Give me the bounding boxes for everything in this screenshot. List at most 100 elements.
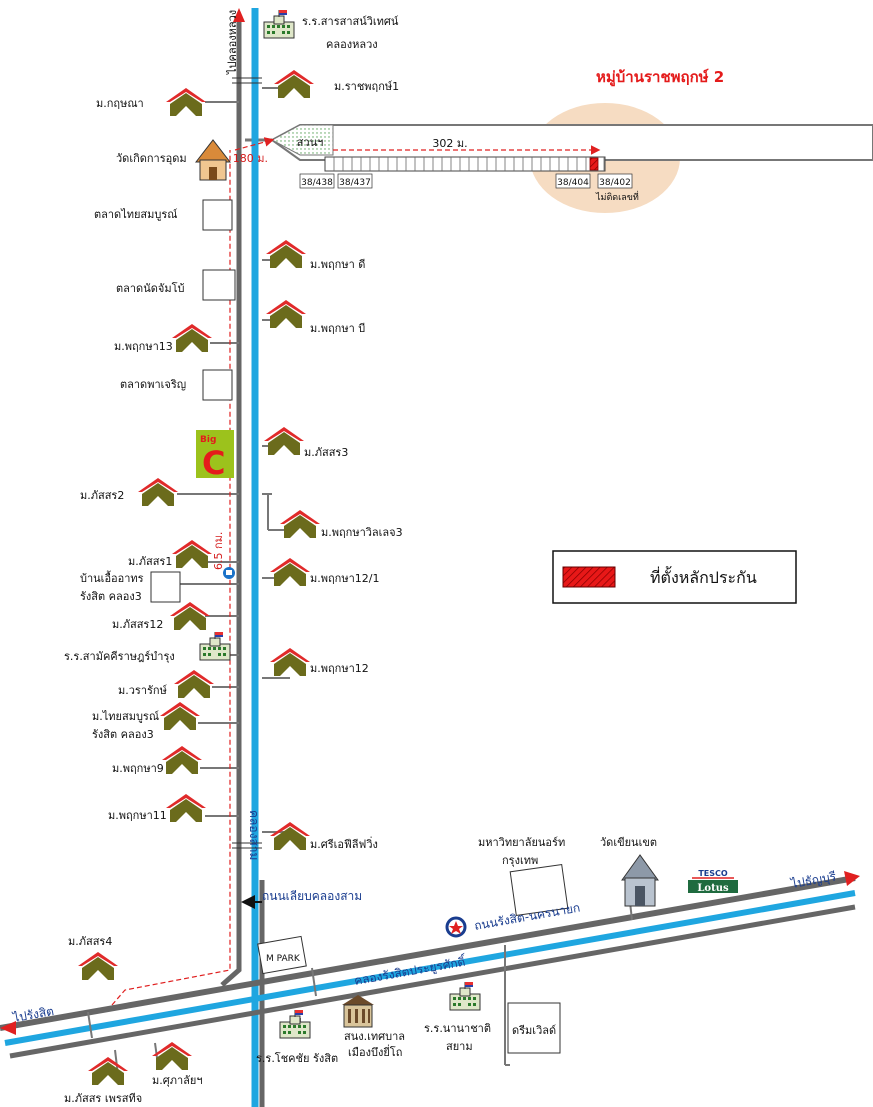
distance-vertical-label: 6.5 กม. <box>212 532 225 570</box>
place-label: ม.ไทยสมบูรณ์ <box>92 710 159 723</box>
place-labels: ร.ร.สารสาสน์วิเทศน์ คลองหลวง ม.ราชพฤกษ์1… <box>64 15 657 1105</box>
place-label: ม.พฤกษาวิลเลจ3 <box>321 526 403 539</box>
shrine-icon <box>621 854 659 907</box>
place-label: สนง.เทศบาล <box>344 1030 405 1043</box>
road-label: คลองสาม <box>247 810 261 860</box>
bridge-marks <box>232 77 262 849</box>
village-road <box>245 124 873 161</box>
place-label: กรุงเทพ <box>502 854 538 867</box>
plot-label: 38/402 <box>599 178 631 188</box>
legend-label: ที่ตั้งหลักประกัน <box>650 566 757 587</box>
legend: ที่ตั้งหลักประกัน <box>552 550 797 604</box>
place-label: ม.พฤกษา12/1 <box>310 572 379 585</box>
place-label: ม.พฤกษา11 <box>108 809 167 822</box>
place-label: ม.ราชพฤกษ์1 <box>334 80 399 93</box>
house-icon <box>172 324 212 352</box>
plot-label: 38/437 <box>339 178 371 188</box>
place-label: ม.พฤกษา13 <box>114 340 173 353</box>
house-icon <box>174 670 214 698</box>
place-label: ม.พฤกษา บี <box>310 322 365 335</box>
house-icon <box>170 602 210 630</box>
place-label: ม.ภัสสร4 <box>68 935 112 948</box>
place-label: คลองหลวง <box>326 38 378 51</box>
place-label: ม.พฤกษา ดี <box>310 258 365 271</box>
place-label: ร.ร.นานาชาติ <box>424 1022 491 1035</box>
tesco-text: TESCO <box>698 869 728 878</box>
bigc-text: Big <box>200 435 216 445</box>
place-label: M PARK <box>266 954 301 964</box>
distance-302-label: 302 ม. <box>432 137 467 150</box>
lotus-text: Lotus <box>697 883 729 894</box>
place-label: ม.ภัสสร2 <box>80 489 124 502</box>
main-road-lower <box>9 904 856 1059</box>
place-label: ม.ภัสสร3 <box>304 446 348 459</box>
plot-label: 38/438 <box>301 178 333 188</box>
municipal-office-icon <box>342 995 374 1028</box>
house-icon <box>166 794 206 822</box>
house-icon <box>266 240 306 268</box>
plot-label: 38/404 <box>557 178 589 188</box>
place-label: ร.ร.สามัคคีราษฎร์บำรุง <box>64 650 175 663</box>
temple-icon <box>194 139 232 181</box>
canal-rangsit <box>4 890 856 1046</box>
house-icon <box>166 88 206 116</box>
plot-strip <box>324 156 606 172</box>
road-label: ถนนเลียบคลองสาม <box>262 889 362 903</box>
place-label: ตลาดพาเจริญ <box>120 378 186 391</box>
place-label: บ้านเอื้ออาทร <box>80 570 144 585</box>
garden-label: สวนฯ <box>297 136 324 149</box>
place-label: ม.ศุภาลัยฯ <box>152 1074 203 1087</box>
house-icon <box>152 1042 192 1070</box>
place-label: สยาม <box>446 1040 473 1053</box>
place-label: ม.ภัสสร1 <box>128 555 172 568</box>
arrow-to-thanyaburi-icon <box>844 871 860 886</box>
place-label: รังสิต คลอง3 <box>80 590 142 603</box>
main-road-upper <box>0 875 856 1031</box>
place-label: วัดเขียนเขต <box>600 836 657 849</box>
bus-stop-icon <box>223 567 235 579</box>
place-label: ม.ภัสสร12 <box>112 618 163 631</box>
legend-swatch <box>562 566 616 588</box>
house-icon <box>162 746 202 774</box>
road-label: ไปคลองหลวง <box>226 10 239 75</box>
map-title: หมู่บ้านราชพฤกษ์ 2 <box>596 68 724 87</box>
house-icon <box>138 478 178 506</box>
plot-labels: 38/438 38/437 38/404 38/402 ไม่ติดเลขที่… <box>297 136 639 203</box>
place-label: ตลาดไทยสมบูรณ์ <box>94 208 178 221</box>
bigc-letter: C <box>202 444 225 482</box>
collateral-marker <box>589 157 599 171</box>
distance-180-label: 180 ม. <box>233 152 268 165</box>
house-icon <box>280 510 320 538</box>
road-label: ไปธัญบุรี <box>789 869 838 892</box>
side-road-arrow <box>241 895 262 909</box>
arrow-to-rangsit-icon <box>0 1021 16 1035</box>
house-icon <box>274 70 314 98</box>
house-icon <box>266 300 306 328</box>
gas-station-icon <box>445 916 467 938</box>
house-icon <box>270 558 310 586</box>
route-line <box>111 137 601 1006</box>
place-label: เมืองบึงยี่โถ <box>348 1044 402 1059</box>
place-label: ม.พฤกษา12 <box>310 662 369 675</box>
house-icon <box>270 822 310 850</box>
place-label: ดรีมเวิลด์ <box>512 1024 556 1037</box>
arrow-north-icon <box>233 8 245 22</box>
place-label: ม.วรารักษ์ <box>118 684 167 697</box>
house-icon <box>88 1057 128 1085</box>
house-icon <box>172 540 212 568</box>
place-label: รังสิต คลอง3 <box>92 728 154 741</box>
school-icon <box>449 982 481 1011</box>
house-icon <box>160 702 200 730</box>
place-label: ม.ศรีเอฟีลีฟวิ่ง <box>310 836 378 851</box>
place-label: วัดเกิดการอุดม <box>116 152 187 165</box>
place-label: ม.กฤษณา <box>96 97 144 110</box>
place-label: ร.ร.โชคชัย รังสิต <box>256 1051 338 1065</box>
house-icon <box>78 952 118 980</box>
bigc-logo: Big C <box>196 430 234 482</box>
school-icon <box>279 1010 311 1039</box>
place-label: มหาวิทยาลัยนอร์ท <box>478 836 565 849</box>
place-label: ม.ภัสสร เพรสทีจ <box>64 1092 142 1105</box>
house-icon <box>270 648 310 676</box>
school-icon <box>263 10 295 39</box>
